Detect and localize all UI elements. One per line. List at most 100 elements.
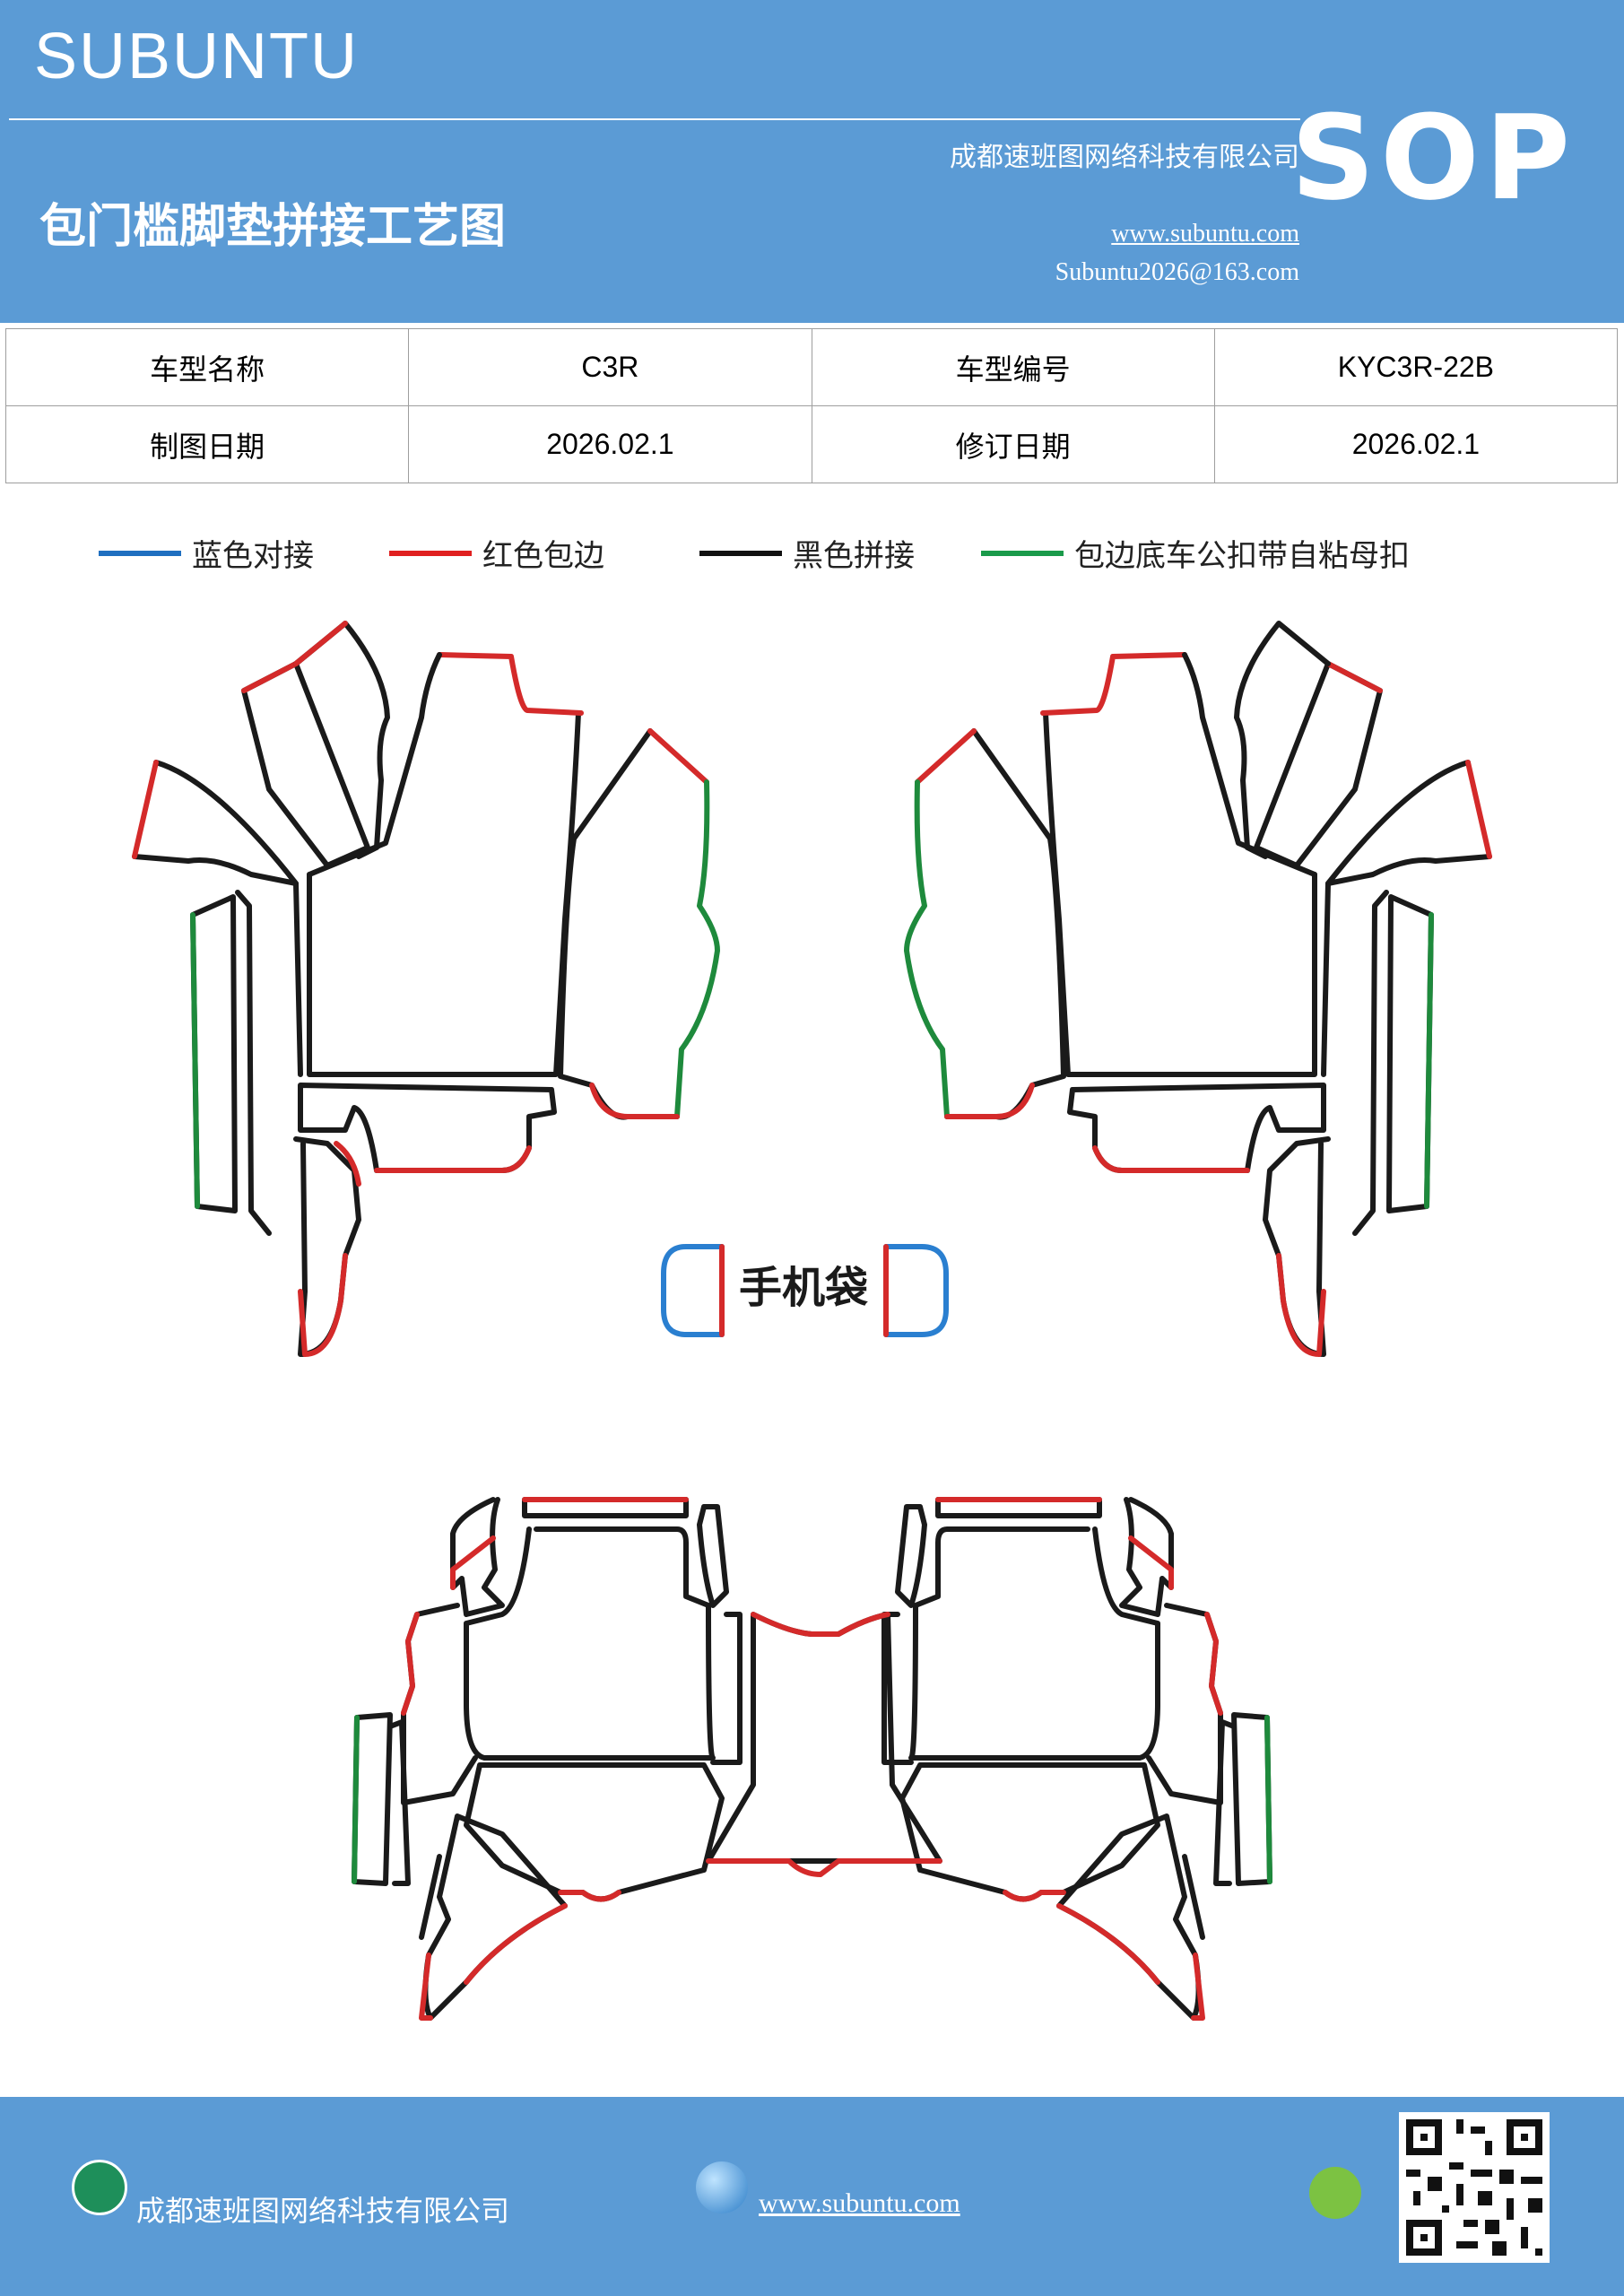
globe-icon — [696, 2161, 748, 2213]
table-cell: C3R — [408, 328, 812, 406]
page-title: 包门槛脚垫拼接工艺图 — [39, 199, 507, 254]
mat-piece — [1056, 1903, 1160, 1985]
footer-company-name: 成都速班图网络科技有限公司 — [136, 2194, 510, 2228]
color-legend: 蓝色对接 红色包边 黑色拼接 包边底车公扣带自粘母扣 — [0, 531, 1624, 574]
mat-piece — [334, 1141, 361, 1187]
mat-piece — [1191, 1952, 1205, 2021]
table-cell: 2026.02.1 — [1213, 405, 1619, 483]
brand-name: SUBUNTU — [34, 21, 360, 92]
mat-piece — [1254, 661, 1383, 868]
header-divider — [9, 118, 1300, 120]
legend-label: 红色包边 — [482, 538, 604, 574]
mat-piece — [293, 881, 303, 1077]
phone-bag-right-flap — [883, 1244, 949, 1337]
mat-piece — [558, 728, 680, 1120]
legend-label: 包边底车公扣带自粘母扣 — [1074, 538, 1410, 574]
mat-piece — [1182, 652, 1317, 877]
mat-piece — [647, 728, 709, 785]
mat-piece — [387, 1719, 411, 1886]
mat-piece — [751, 1612, 890, 1637]
mat-piece — [908, 1526, 1160, 1761]
mat-piece — [697, 1504, 729, 1608]
mat-piece — [1204, 1612, 1223, 1716]
mat-piece — [899, 1762, 1160, 1902]
mat-piece — [915, 728, 977, 785]
mat-piece — [1325, 760, 1492, 886]
mat-piece — [589, 1083, 680, 1119]
table-cell: 修订日期 — [811, 405, 1215, 483]
legend-item: 黑色拼接 — [699, 531, 915, 575]
mat-piece — [450, 1497, 505, 1617]
mat-piece — [293, 621, 390, 859]
email-address: Subuntu2026@163.com — [1055, 258, 1299, 286]
mat-piece — [674, 779, 720, 1119]
table-row: 车型名称 C3R 车型编号 KYC3R-22B — [4, 328, 1619, 406]
mat-piece — [1465, 760, 1492, 859]
phone-bag: 手机袋 — [661, 1244, 949, 1337]
mat-piece — [1119, 1497, 1174, 1617]
mat-piece — [464, 1903, 568, 1985]
mat-piece — [450, 1535, 496, 1590]
mat-piece — [464, 1526, 716, 1761]
mat-piece — [307, 710, 581, 1077]
mat-piece — [374, 1145, 532, 1173]
mat-piece — [881, 1612, 914, 1765]
floor-mat-diagram: 手机袋 — [132, 621, 1492, 2021]
website-link[interactable]: www.subuntu.com — [1111, 220, 1299, 248]
front-left-mat — [132, 621, 720, 1357]
legend-swatch-blue — [99, 550, 181, 556]
building-icon — [72, 2160, 127, 2215]
mat-piece — [1043, 710, 1317, 1077]
mat-piece — [1213, 1719, 1237, 1886]
mat-piece — [401, 1612, 420, 1716]
mat-piece — [419, 1952, 433, 2021]
table-row: 制图日期 2026.02.1 修订日期 2026.02.1 — [4, 405, 1619, 483]
front-right-mat — [904, 621, 1492, 1357]
mat-piece — [293, 621, 348, 666]
mat-piece — [1231, 1712, 1272, 1886]
mat-piece — [1234, 621, 1331, 859]
mat-piece — [706, 1612, 942, 1864]
mat-piece — [190, 912, 200, 1209]
legend-item: 蓝色对接 — [99, 531, 314, 575]
mat-piece — [710, 1612, 743, 1765]
mat-piece — [944, 728, 1066, 1120]
mat-piece — [1092, 1145, 1250, 1173]
footer-website-link[interactable]: www.subuntu.com — [759, 2188, 960, 2218]
mat-piece — [352, 1715, 360, 1884]
legend-label: 蓝色对接 — [192, 538, 314, 574]
table-cell: KYC3R-22B — [1213, 328, 1619, 406]
mat-piece — [558, 1890, 621, 1902]
wechat-icon — [1309, 2167, 1361, 2219]
mat-piece — [241, 661, 299, 693]
doc-type-badge: SOP — [1290, 90, 1576, 226]
mat-piece — [307, 652, 442, 877]
mat-piece — [132, 760, 159, 859]
rear-center-hump — [706, 1612, 942, 1877]
mat-piece — [1352, 890, 1389, 1236]
mat-piece — [293, 1136, 361, 1357]
mat-piece — [1264, 1715, 1272, 1884]
legend-item: 包边底车公扣带自粘母扣 — [981, 531, 1410, 575]
mat-piece — [1128, 1535, 1174, 1590]
footer-banner: 成都速班图网络科技有限公司 www.subuntu.com — [0, 2097, 1624, 2296]
mat-piece — [1276, 1253, 1326, 1357]
qr-code — [1399, 2112, 1550, 2263]
header-banner: SUBUNTU 包门槛脚垫拼接工艺图 成都速班图网络科技有限公司 www.sub… — [0, 0, 1624, 323]
mat-piece — [1263, 1136, 1331, 1357]
mat-piece — [1321, 881, 1331, 1077]
phone-bag-label: 手机袋 — [739, 1263, 868, 1313]
mat-piece — [298, 1253, 348, 1357]
table-cell: 2026.02.1 — [408, 405, 812, 483]
mat-piece — [1325, 661, 1383, 693]
legend-label: 黑色拼接 — [793, 538, 915, 574]
table-cell: 制图日期 — [4, 405, 410, 483]
mat-piece — [241, 661, 370, 868]
mat-piece — [904, 779, 950, 1119]
mat-piece — [419, 1854, 442, 1940]
mat-piece — [437, 652, 584, 716]
legend-swatch-green — [981, 550, 1064, 556]
table-cell: 车型名称 — [4, 328, 410, 406]
phone-bag-left-flap — [661, 1244, 725, 1337]
mat-piece — [706, 1858, 942, 1877]
